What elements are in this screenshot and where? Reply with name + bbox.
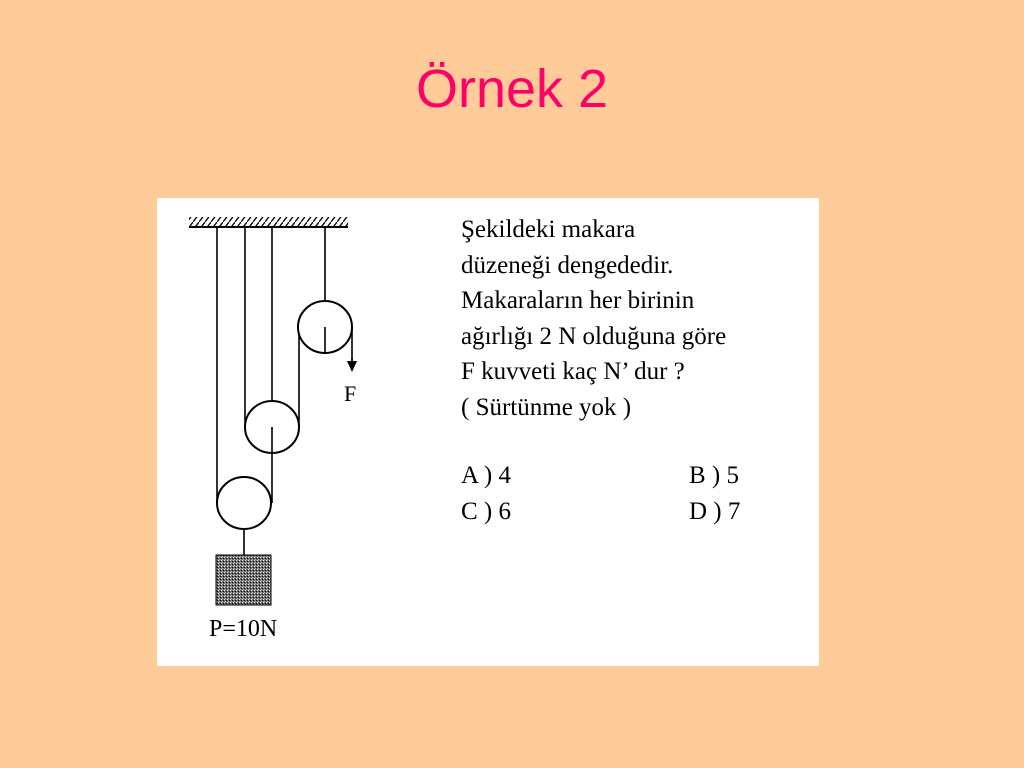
question-line: Makaraların her birinin bbox=[461, 287, 695, 314]
ropes bbox=[216, 227, 353, 555]
question-line: düzeneği dengededir. bbox=[461, 251, 674, 279]
question-line: F kuvveti kaç N’ dur ? bbox=[461, 358, 685, 385]
pulley-diagram bbox=[189, 217, 357, 606]
question-line: ağırlığı 2 N olduğuna göre bbox=[461, 322, 727, 350]
question-line: Şekildeki makara bbox=[461, 216, 636, 243]
force-arrow bbox=[347, 358, 357, 372]
answer-option-c: C ) 6 bbox=[461, 498, 511, 525]
weight-block bbox=[215, 554, 272, 606]
question-text: Şekildeki makara düzeneği dengededir. Ma… bbox=[461, 212, 726, 425]
problem-figure: F P=10N Şekildeki makara düzeneği denged… bbox=[157, 198, 819, 666]
slide-title: Örnek 2 bbox=[415, 59, 609, 119]
ceiling-support bbox=[189, 217, 348, 228]
question-line: ( Sürtünme yok ) bbox=[461, 393, 632, 421]
force-label: F bbox=[344, 381, 357, 406]
pulley-bottom bbox=[216, 476, 272, 530]
answer-option-d: D ) 7 bbox=[689, 498, 741, 525]
answer-option-a: A ) 4 bbox=[461, 462, 511, 489]
weight-label: P=10N bbox=[209, 616, 278, 642]
answer-option-b: B ) 5 bbox=[689, 462, 739, 489]
